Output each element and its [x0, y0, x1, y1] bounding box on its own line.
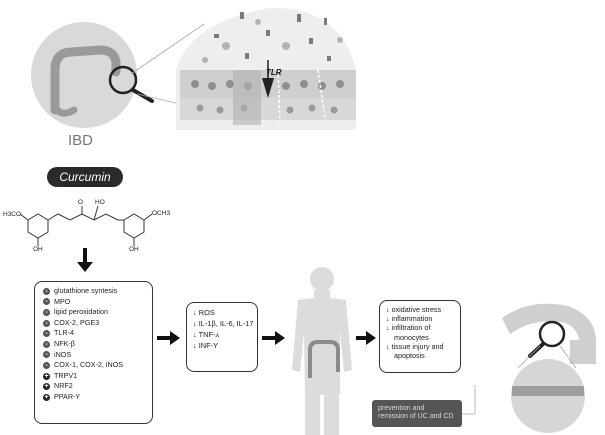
magnifier-icon — [108, 65, 138, 95]
flow-arrows — [77, 248, 376, 345]
mechanism-box: -glutathione syntesis-MPO-lipid peroxida… — [34, 281, 153, 424]
curcumin-structure — [19, 205, 153, 246]
healed-colon-icon — [502, 303, 596, 433]
mechanism-item: + PPAR-Y — [43, 392, 152, 403]
outcomes-list: ↓ oxidative stress↓ inflammation↓ infilt… — [380, 301, 460, 360]
mechanism-text: iNOS — [54, 349, 72, 359]
outcome-item: ↓ tissue injury and — [386, 341, 444, 351]
tissue-zoom — [176, 7, 356, 131]
mechanism-text: TLR-4 — [54, 328, 74, 338]
o-label: O — [78, 199, 84, 206]
mechanism-item: -lipid peroxidation — [43, 307, 152, 318]
mechanism-item: -NFK-β — [43, 339, 152, 350]
mechanism-item: + NRF2 — [43, 381, 152, 392]
mechanism-text: lipid peroxidation — [54, 307, 108, 317]
mechanism-text: NRF2 — [54, 381, 73, 391]
oh-right-label: OH — [129, 246, 139, 253]
mediator-item: ↓ ROS — [193, 308, 215, 317]
ibd-label: IBD — [68, 132, 94, 149]
minus-icon: - — [43, 287, 50, 295]
mechanism-text: COX-1, COX-2, iNOS — [54, 360, 124, 370]
och3-label: OCH3 — [152, 210, 171, 217]
mechanism-item: -TLR-4 — [43, 328, 152, 339]
mechanism-item: -COX-1, COX-2, iNOS — [43, 360, 152, 371]
human-body-icon — [292, 267, 352, 435]
mechanism-text: PPAR-Y — [54, 391, 81, 401]
plus-icon: + — [43, 383, 50, 391]
mechanism-item: -MPO — [43, 297, 152, 308]
prevention-box: prevention and remission of UC and CD — [372, 400, 462, 427]
mechanism-item: -COX-2, PGE3 — [43, 318, 152, 329]
mechanism-item: -glutathione syntesis — [43, 286, 152, 297]
tlr-label: TLR — [266, 68, 282, 77]
ho-label: HO — [95, 199, 105, 206]
outcome-item: ↓ inflammation — [386, 314, 433, 324]
plus-icon: + — [43, 393, 50, 401]
plus-icon: + — [43, 372, 50, 380]
minus-icon: - — [43, 361, 50, 369]
mediator-item: ↓ IL-1β, IL-6, IL-17 — [193, 319, 254, 328]
colon-in-body-icon — [308, 340, 340, 378]
mediators-box: ↓ ROS ↓ IL-1β, IL-6, IL-17 ↓ TNF-ⲁ ↓ INF-Y — [186, 302, 258, 372]
minus-icon: - — [43, 351, 50, 359]
colon-icon — [50, 45, 121, 115]
outcome-item: ↓ infiltration of — [386, 323, 431, 333]
mechanism-list: -glutathione syntesis-MPO-lipid peroxida… — [35, 282, 152, 403]
minus-icon: - — [43, 308, 50, 316]
oh-left-label: OH — [33, 246, 43, 253]
outcome-item: apoptosis — [394, 351, 425, 361]
minus-icon: - — [43, 330, 50, 338]
outcome-item: ↓ oxidative stress — [386, 305, 442, 314]
mediator-item: ↓ TNF-ⲁ — [193, 330, 220, 339]
minus-icon: - — [43, 319, 50, 327]
curcumin-label: Curcumin — [47, 167, 123, 187]
mediator-item: ↓ INF-Y — [193, 341, 219, 350]
ibd-circle — [31, 22, 137, 128]
minus-icon: - — [43, 340, 50, 348]
mechanism-item: -iNOS — [43, 350, 152, 361]
mechanism-item: + TRPV1 — [43, 371, 152, 382]
mechanism-text: COX-2, PGE3 — [54, 317, 100, 327]
h3co-label: H3CO — [3, 211, 22, 218]
outcome-item: monocytes — [394, 332, 429, 342]
mechanism-text: glutathione syntesis — [54, 286, 118, 295]
mechanism-text: NFK-β — [54, 338, 75, 348]
magnifier-icon-2 — [538, 320, 566, 348]
connector-line — [462, 385, 476, 415]
outcomes-box: ↓ oxidative stress↓ inflammation↓ infilt… — [379, 300, 461, 373]
mechanism-text: TRPV1 — [54, 370, 78, 380]
mechanism-text: MPO — [54, 296, 71, 306]
mediators-list: ↓ ROS ↓ IL-1β, IL-6, IL-17 ↓ TNF-ⲁ ↓ INF-Y — [187, 303, 257, 351]
minus-icon: - — [43, 298, 50, 306]
